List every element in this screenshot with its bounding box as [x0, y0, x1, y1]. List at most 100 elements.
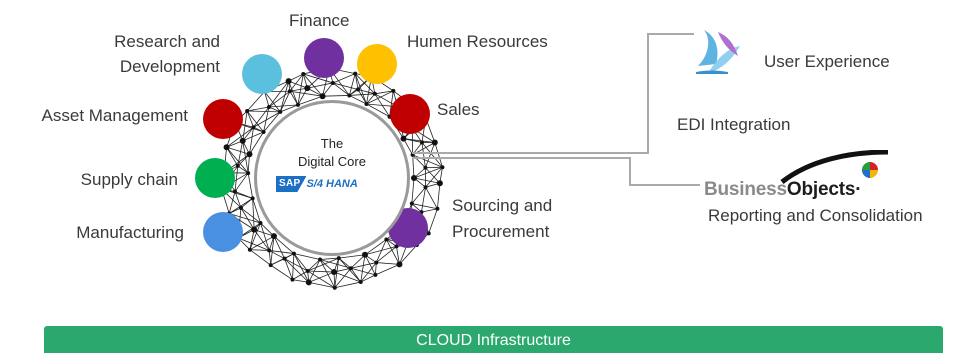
mesh-line	[421, 209, 437, 212]
mesh-node	[224, 144, 230, 150]
mesh-node	[233, 190, 237, 194]
manufacturing-label: Manufacturing	[30, 221, 184, 244]
mesh-node	[236, 164, 240, 168]
mesh-line	[413, 155, 426, 168]
mesh-line	[271, 259, 285, 265]
business-objects-logo: BusinessObjects·	[704, 179, 861, 201]
sourcing-label-line1: Sourcing and	[452, 194, 552, 217]
connector-reporting	[412, 158, 700, 185]
mesh-line	[308, 259, 320, 271]
mesh-node	[252, 125, 256, 129]
research-label-line1: Research and	[98, 30, 220, 53]
human-resources-node	[357, 44, 397, 84]
core-title-line2: Digital Core	[257, 153, 407, 170]
sales-node	[390, 94, 430, 134]
mesh-line	[308, 271, 334, 272]
cloud-infrastructure-bar: CLOUD Infrastructure	[44, 326, 943, 353]
reporting-label: Reporting and Consolidation	[708, 204, 923, 227]
digital-core: The Digital Core SAP S/4 HANA	[254, 100, 410, 256]
mesh-node	[320, 93, 326, 99]
core-title-line1: The	[257, 135, 407, 152]
mesh-node	[373, 273, 377, 277]
mesh-line	[437, 183, 439, 208]
mesh-node	[435, 207, 439, 211]
mesh-node	[411, 175, 417, 181]
mesh-node	[290, 278, 294, 282]
research-node	[242, 54, 282, 94]
mesh-line	[285, 259, 309, 283]
mesh-node	[306, 279, 312, 285]
mesh-node	[239, 206, 243, 210]
mesh-node	[306, 269, 310, 273]
asset-management-node	[203, 99, 243, 139]
mesh-node	[384, 237, 388, 241]
mesh-line	[274, 236, 285, 259]
user-experience-icon	[694, 26, 744, 74]
sap-brand: SAP	[276, 176, 306, 192]
mesh-node	[267, 248, 271, 252]
supply-chain-node	[195, 158, 235, 198]
bo-logo-mark: ·	[855, 179, 861, 200]
mesh-node	[374, 261, 378, 265]
mesh-node	[292, 252, 296, 256]
sales-label: Sales	[437, 98, 480, 121]
mesh-node	[353, 72, 357, 76]
mesh-line	[289, 81, 308, 88]
mesh-node	[359, 280, 363, 284]
mesh-node	[437, 180, 443, 186]
user-experience-label: User Experience	[764, 50, 890, 73]
edi-integration-label: EDI Integration	[677, 113, 790, 136]
mesh-node	[362, 252, 368, 258]
supply-chain-label: Supply chain	[30, 168, 178, 191]
s4hana-text: S/4 HANA	[306, 176, 357, 192]
mesh-line	[426, 187, 438, 209]
mesh-node	[245, 109, 249, 113]
mesh-line	[425, 167, 442, 168]
mesh-node	[262, 130, 266, 134]
mesh-line	[361, 275, 376, 282]
mesh-node	[240, 138, 246, 144]
manufacturing-node	[203, 212, 243, 252]
mesh-node	[248, 248, 252, 252]
mesh-node	[391, 89, 395, 93]
mesh-line	[269, 250, 270, 265]
mesh-line	[412, 204, 438, 209]
mesh-node	[424, 185, 428, 189]
finance-label: Finance	[289, 9, 349, 32]
mesh-node	[269, 263, 273, 267]
mesh-node	[288, 89, 292, 93]
research-label-line2: Development	[98, 55, 220, 78]
mesh-line	[285, 259, 308, 271]
mesh-line	[339, 255, 365, 258]
mesh-node	[258, 221, 262, 225]
mesh-node	[318, 257, 322, 261]
sap-s4hana-logo: SAP S/4 HANA	[276, 176, 358, 192]
mesh-node	[333, 286, 337, 290]
mesh-line	[241, 208, 261, 223]
mesh-node	[347, 93, 351, 97]
mesh-line	[241, 208, 254, 230]
mesh-node	[251, 196, 255, 200]
mesh-node	[410, 202, 414, 206]
human-resources-label: Humen Resources	[407, 30, 548, 53]
mesh-line	[435, 142, 443, 167]
mesh-node	[278, 110, 282, 114]
mesh-node	[246, 171, 250, 175]
mesh-node	[267, 105, 271, 109]
mesh-line	[425, 142, 434, 167]
mesh-node	[337, 256, 341, 260]
mesh-line	[247, 111, 263, 132]
finance-node	[304, 38, 344, 78]
mesh-line	[323, 95, 350, 96]
mesh-node	[283, 257, 287, 261]
mesh-line	[412, 178, 414, 204]
mesh-line	[250, 250, 271, 265]
mesh-node	[286, 78, 292, 84]
mesh-line	[250, 250, 269, 251]
mesh-node	[331, 269, 337, 275]
mesh-node	[251, 227, 257, 233]
mesh-line	[247, 111, 280, 112]
mesh-line	[429, 209, 438, 234]
mesh-node	[301, 72, 305, 76]
mesh-line	[247, 111, 253, 127]
